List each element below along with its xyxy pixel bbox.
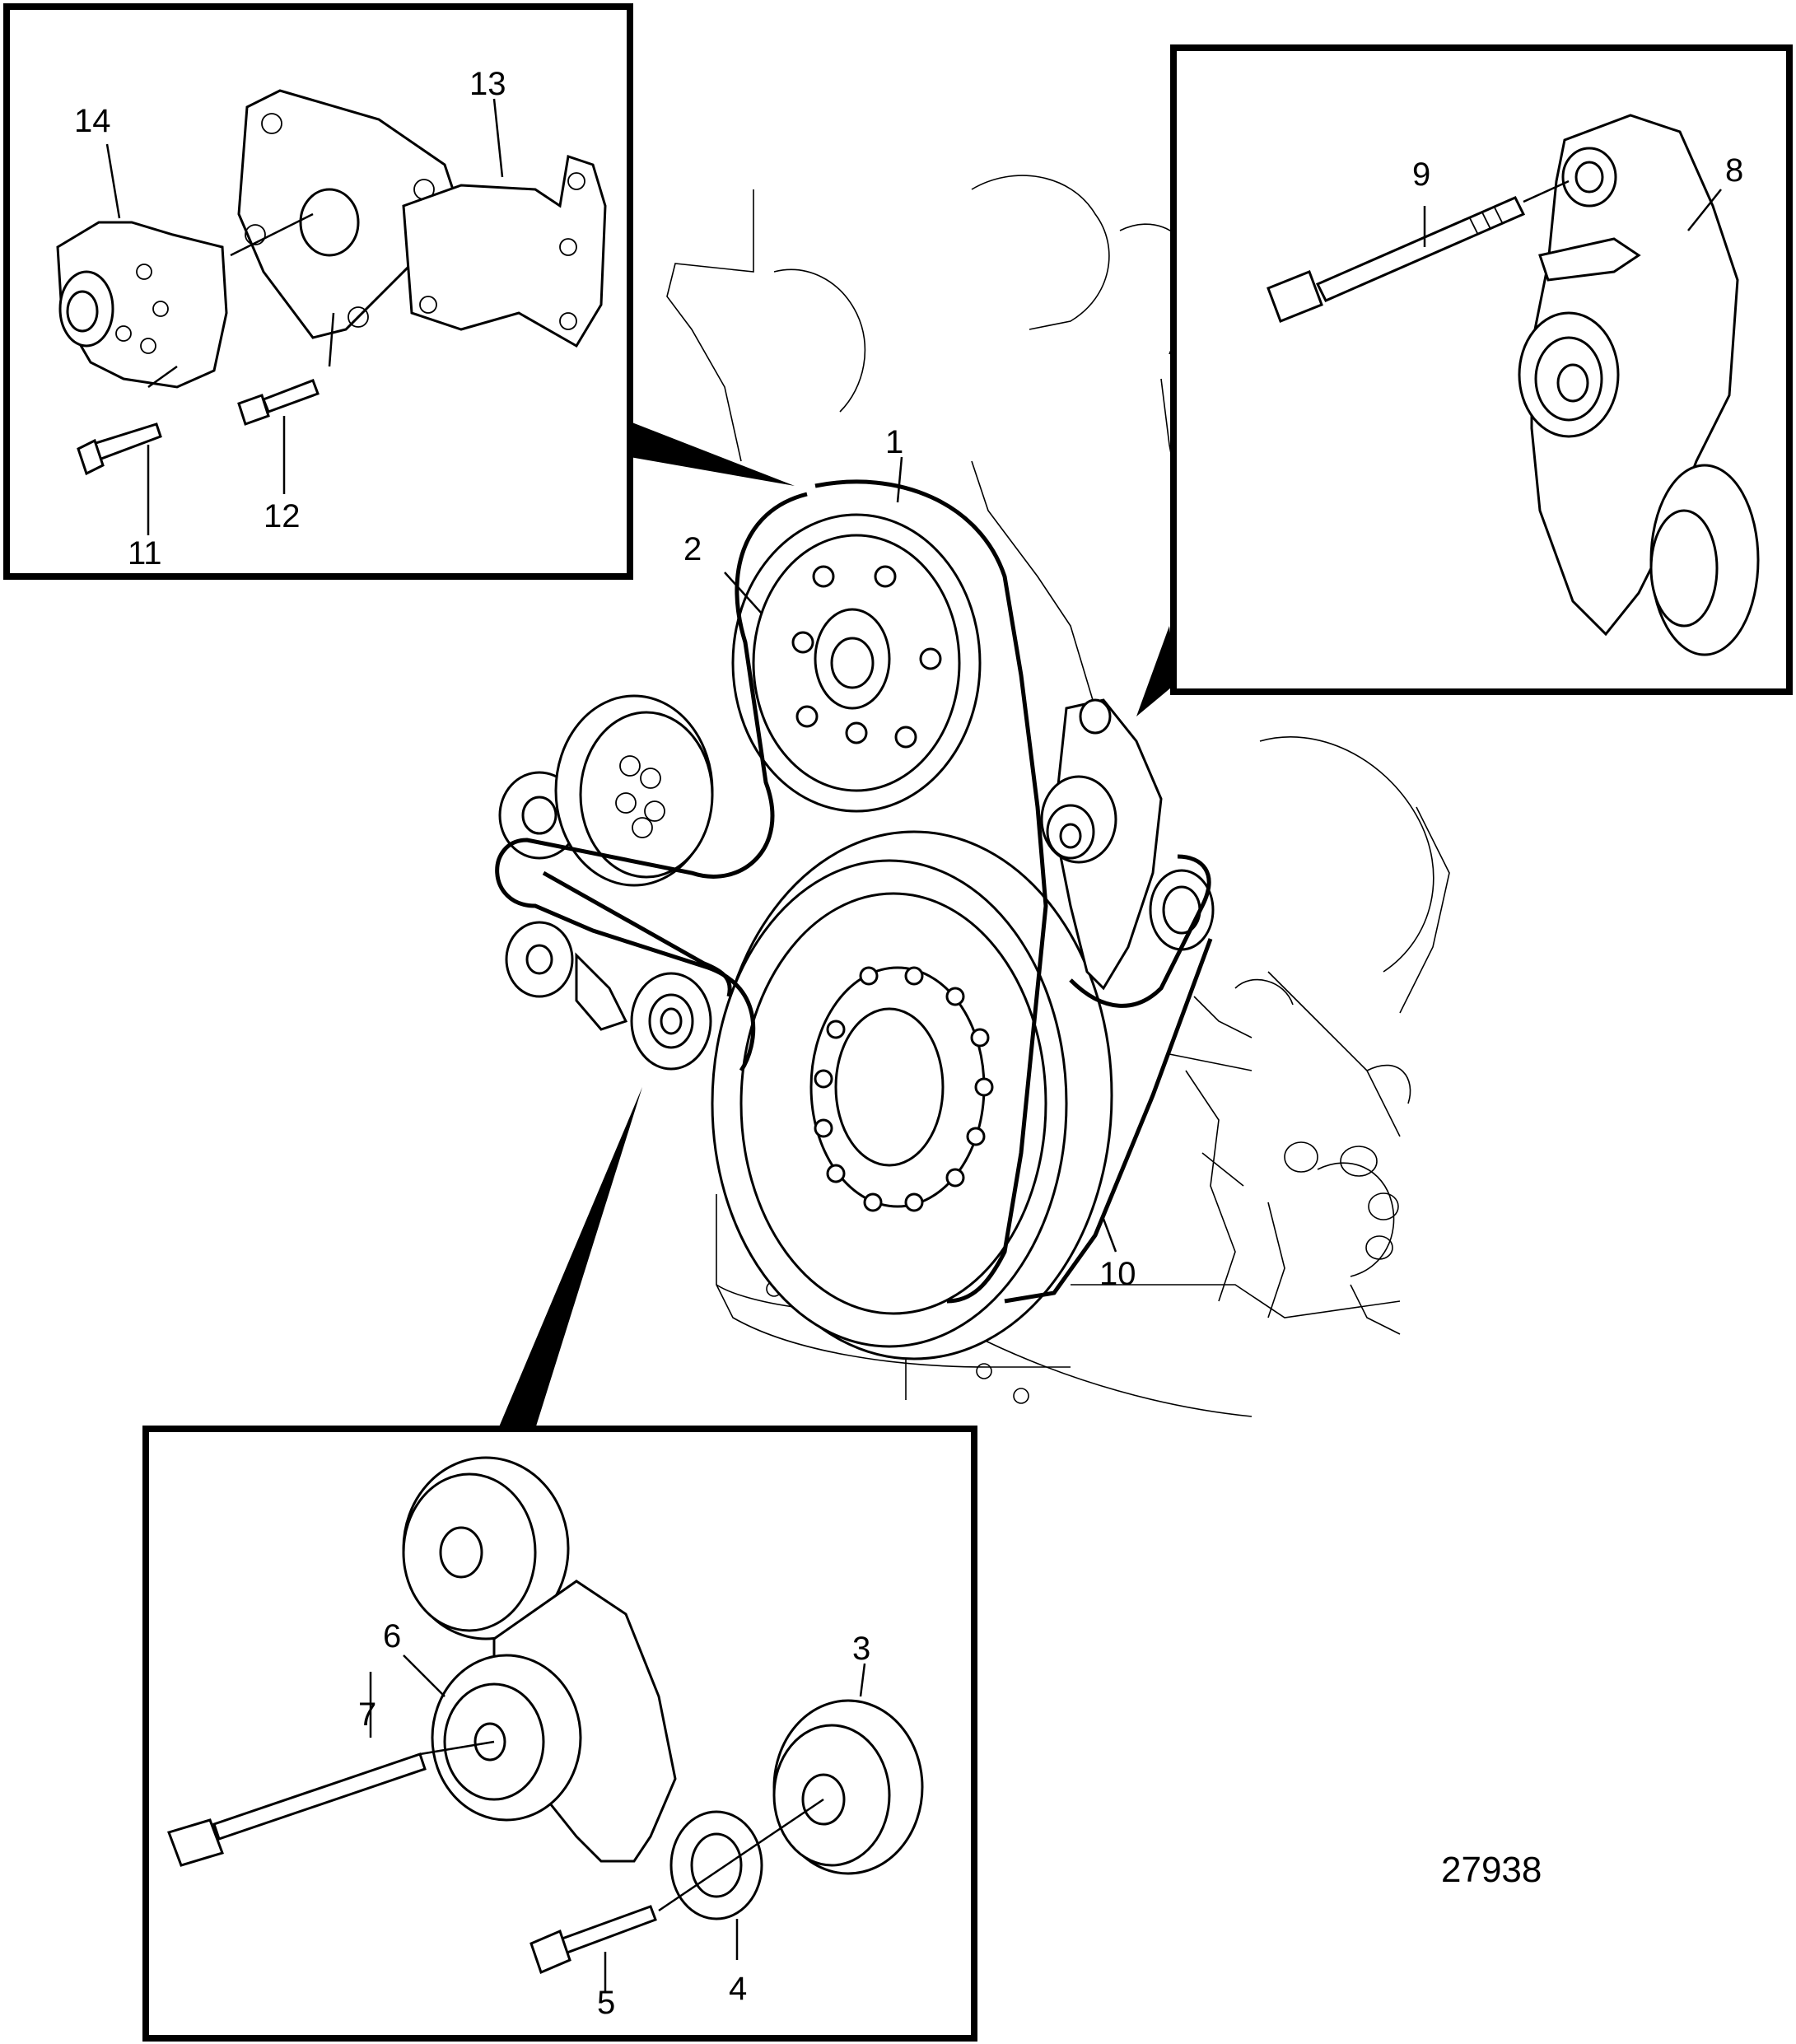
callout-8: 8 xyxy=(1725,152,1743,189)
leader-1 xyxy=(896,456,903,503)
fan-drive-pulley xyxy=(731,513,982,813)
callout-7: 7 xyxy=(358,1696,376,1733)
belt-tensioner xyxy=(1040,698,1215,991)
crankshaft-pulley xyxy=(711,830,1113,1360)
belt-drive-assembly xyxy=(495,479,1215,1360)
callout-9: 9 xyxy=(1412,156,1430,193)
bolt-7 xyxy=(167,1752,427,1867)
fan-bracket-plate xyxy=(237,89,463,339)
callout-6: 6 xyxy=(383,1618,401,1654)
figure-number: 27938 xyxy=(1441,1850,1542,1890)
inset-pointers xyxy=(498,422,1176,1429)
tensioner-assembly xyxy=(1518,114,1760,656)
left-idler-pulleys xyxy=(498,771,712,1071)
inset-tensioner xyxy=(1170,44,1793,695)
bolt-12 xyxy=(237,379,320,426)
drive-belt xyxy=(495,479,1213,1304)
upper-idler-pulley xyxy=(402,1456,570,1640)
idler-pulley-3 xyxy=(772,1699,924,1875)
inset-idler-pulleys xyxy=(142,1426,977,2042)
callout-3: 3 xyxy=(852,1631,870,1667)
callout-5: 5 xyxy=(597,1985,615,2021)
water-pump-pulley xyxy=(554,694,714,887)
callout-2: 2 xyxy=(683,531,702,567)
callout-14: 14 xyxy=(74,103,111,139)
tensioner-arm-6 xyxy=(431,1580,677,1863)
mounting-bracket xyxy=(402,155,607,348)
bolt-11 xyxy=(77,422,162,476)
callout-1: 1 xyxy=(885,424,903,460)
leader-10 xyxy=(1102,1218,1117,1253)
fan-hub xyxy=(56,221,228,389)
bolt-9 xyxy=(1267,196,1526,323)
washer-4 xyxy=(669,1810,763,1920)
callout-labels: 1 2 3 4 5 6 7 8 9 10 11 12 13 14 xyxy=(74,66,1743,2021)
callout-4: 4 xyxy=(729,1971,747,2007)
callout-12: 12 xyxy=(264,498,301,534)
bolt-5 xyxy=(529,1905,657,1975)
leader-2 xyxy=(724,572,763,614)
inset-fan-bracket xyxy=(3,3,633,580)
callout-11: 11 xyxy=(128,535,162,572)
callout-10: 10 xyxy=(1099,1256,1136,1292)
callout-13: 13 xyxy=(469,66,506,102)
